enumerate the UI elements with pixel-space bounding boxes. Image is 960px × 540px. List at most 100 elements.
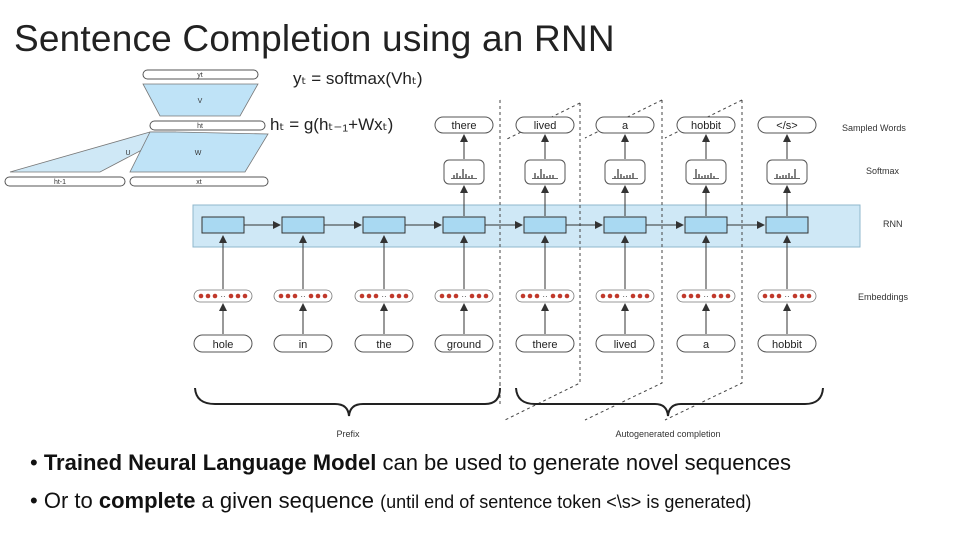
embedding-box [757,289,817,303]
embedding-dot [550,293,556,299]
embedding-box [676,289,736,303]
sampled-word-box [515,116,575,134]
embedding-dot [799,293,805,299]
prefix-brace [194,387,501,417]
v-label: V [198,98,203,105]
yt-vector [142,69,259,80]
embedding-dot [476,293,482,299]
embedding-dot [644,293,650,299]
embedding-dot [806,293,812,299]
ht1-vector [4,176,126,187]
input-word: hole [213,339,234,351]
embedding-ellipsis: ·· [784,292,789,301]
embedding-dot [769,293,775,299]
bullet-list: • Trained Neural Language Model can be u… [30,444,950,520]
embedding-dot [600,293,606,299]
ht-vector [149,120,266,131]
v-matrix [142,83,259,117]
embedding-dot [564,293,570,299]
embedding-box [354,289,414,303]
row-label-softmax: Softmax [866,166,900,176]
autogen-brace [515,387,824,417]
embedding-dot [614,293,620,299]
embedding-dot [520,293,526,299]
softmax-box [443,159,485,185]
row-label-embeddings: Embeddings [858,292,909,302]
row-label-rnn: RNN [883,219,903,229]
embedding-ellipsis: ·· [542,292,547,301]
embedding-dot [695,293,701,299]
bullet-2-small: (until end of sentence token <\s> is gen… [380,492,752,512]
rnn-cell [684,216,728,234]
sampled-word-box [434,116,494,134]
embedding-dot [688,293,694,299]
softmax-box [604,159,646,185]
embedding-dot [242,293,248,299]
embedding-dot [483,293,489,299]
input-word-box [193,334,253,353]
bullet-2-mid: a given sequence [195,488,381,513]
input-word: a [703,339,710,351]
embedding-box [434,289,494,303]
w-label: W [195,150,202,157]
embedding-dot [315,293,321,299]
u-label: U [125,150,130,157]
embedding-dot [212,293,218,299]
embedding-box [515,289,575,303]
embedding-dot [446,293,452,299]
embedding-box [273,289,333,303]
embedding-dot [792,293,798,299]
rnn-cell [201,216,245,234]
slide-title: Sentence Completion using an RNN [14,18,615,59]
prefix-label: Prefix [336,429,360,439]
sampled-word: there [451,120,476,132]
embedding-dot [711,293,717,299]
embedding-dot [681,293,687,299]
embedding-dot [228,293,234,299]
embedding-dot [527,293,533,299]
embedding-dot [373,293,379,299]
equation-y: yₜ = softmax(Vhₜ) [293,69,423,88]
embedding-dot [396,293,402,299]
autogen-label: Autogenerated completion [615,429,720,439]
input-word-box [354,334,414,353]
rnn-cell [603,216,647,234]
embedding-ellipsis: ·· [300,292,305,301]
embedding-ellipsis: ·· [381,292,386,301]
embedding-dot [762,293,768,299]
embedding-dot [389,293,395,299]
rnn-cell [523,216,567,234]
input-word-box [515,334,575,353]
input-word-box [676,334,736,353]
bullet-1: • Trained Neural Language Model can be u… [30,450,791,475]
input-word-box [595,334,655,353]
embedding-dot [205,293,211,299]
input-word-box [273,334,333,353]
rnn-cell [765,216,809,234]
yt-label: yt [197,72,203,79]
xt-label: xt [196,179,202,186]
rnn-cell [442,216,486,234]
input-word: there [532,339,557,351]
sampled-word: lived [534,120,557,132]
embedding-dot [235,293,241,299]
embedding-dot [308,293,314,299]
embedding-dot [322,293,328,299]
embedding-dot [439,293,445,299]
embedding-dot [637,293,643,299]
sampled-word-box [595,116,655,134]
input-word: hobbit [772,339,802,351]
rnn-cell [362,216,406,234]
embedding-dot [725,293,731,299]
input-word: lived [614,339,637,351]
rnn-cell [281,216,325,234]
input-word: in [299,339,308,351]
bullet-1-bold: Trained Neural Language Model [43,450,377,475]
embedding-dot [557,293,563,299]
bullet-2-pre: Or to [43,488,99,513]
softmax-box [766,159,808,185]
embedding-dot [366,293,372,299]
embedding-dot [278,293,284,299]
sampled-word: hobbit [691,120,721,132]
